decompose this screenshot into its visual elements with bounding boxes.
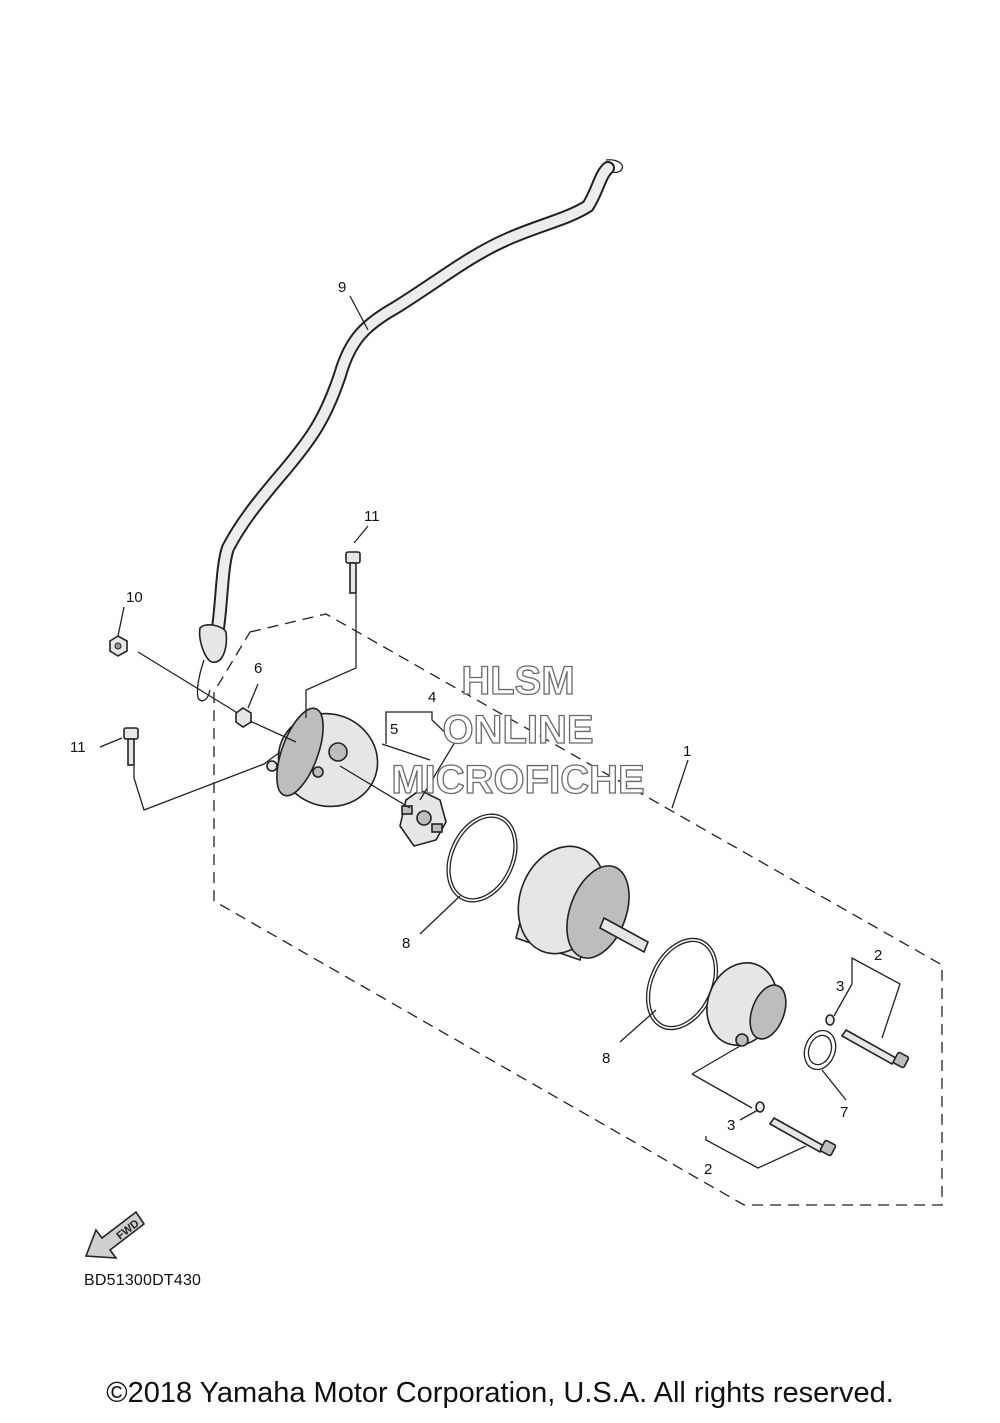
bolt-part-11-upper <box>345 551 361 594</box>
washer-part-3-lower <box>755 1101 765 1113</box>
starter-front-cover <box>266 707 379 808</box>
assembly-boundary-part-1 <box>213 613 943 1206</box>
callout-3-upper: 3 <box>836 978 844 995</box>
callout-7: 7 <box>840 1104 848 1121</box>
callout-numbers: 1 2 2 3 3 4 5 6 7 8 8 9 10 11 11 <box>70 279 882 1178</box>
through-bolt-part-2-upper <box>840 1028 910 1069</box>
starter-rear-cover <box>706 962 787 1047</box>
forward-arrow-icon: FWD <box>84 1210 146 1259</box>
starter-yoke-armature <box>515 845 650 962</box>
callout-1: 1 <box>683 743 691 760</box>
starter-cable-part-9 <box>196 159 623 702</box>
nut-part-10 <box>109 635 128 657</box>
washer-part-3-upper <box>825 1014 835 1026</box>
callout-5: 5 <box>390 721 398 738</box>
callout-2-lower: 2 <box>704 1161 712 1178</box>
callout-8-upper: 8 <box>402 935 410 952</box>
diagram-code: BD51300DT430 <box>84 1272 202 1289</box>
o-ring-part-8-upper <box>446 813 518 903</box>
o-ring-part-7 <box>803 1029 837 1071</box>
watermark: HLSM ONLINE MICROFICHE <box>391 658 646 802</box>
callout-8-lower: 8 <box>602 1050 610 1067</box>
through-bolt-part-2-lower <box>768 1116 837 1157</box>
callout-6: 6 <box>254 660 262 677</box>
nut-part-6 <box>235 707 252 728</box>
callout-4: 4 <box>428 689 436 706</box>
callout-11-upper: 11 <box>364 508 380 525</box>
bolt-part-11-left <box>123 727 139 766</box>
copyright-notice: ©2018 Yamaha Motor Corporation, U.S.A. A… <box>106 1377 894 1409</box>
watermark-line-1: HLSM <box>461 659 574 703</box>
watermark-line-3: MICROFICHE <box>391 758 644 802</box>
callout-9: 9 <box>338 279 346 296</box>
callout-3-lower: 3 <box>727 1117 735 1134</box>
leader-lines <box>99 295 901 1169</box>
brush-holder-part-4 <box>399 789 447 847</box>
callout-2-upper: 2 <box>874 947 882 964</box>
callout-10: 10 <box>126 589 143 606</box>
callout-11-left: 11 <box>70 739 86 756</box>
watermark-line-2: ONLINE <box>442 708 593 752</box>
